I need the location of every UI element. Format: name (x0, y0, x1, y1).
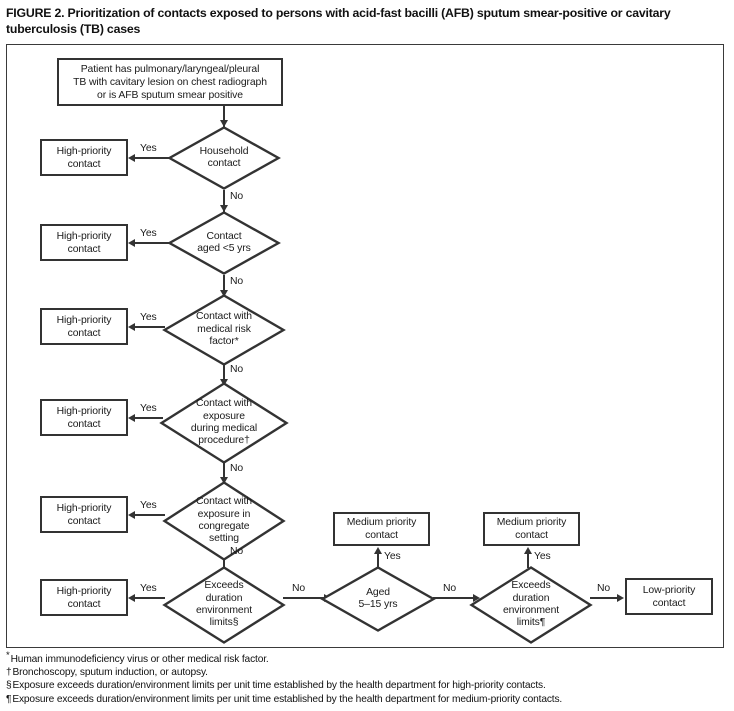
connector-start-to-household (223, 106, 225, 127)
start-box: Patient has pulmonary/laryngeal/pleural … (57, 58, 283, 106)
footnote-marker: * (6, 649, 10, 661)
connector-exceeds-medium-no (590, 597, 619, 599)
decision-aged-5-15[interactable]: Aged 5–15 yrs (320, 566, 436, 632)
arrow-exceeds-medium-yes (523, 547, 532, 554)
connector-aged-5-15-yes (377, 554, 379, 568)
connector-household-yes (135, 157, 169, 159)
edge-label-exceeds-medium-yes: Yes (534, 551, 551, 562)
connector-exceeds-high-no (283, 597, 326, 599)
arrow-aged-5-15-yes (373, 547, 382, 554)
decision-exceeds-duration-high[interactable]: Exceeds duration environment limits§ (162, 566, 286, 644)
arrow-start-to-household (219, 120, 228, 127)
footnote-item: §Exposure exceeds duration/environment l… (6, 679, 728, 692)
connector-medical-risk-yes (135, 326, 165, 328)
footnote-text: Human immunodeficiency virus or other me… (10, 654, 269, 665)
edge-label-congregate-no: No (230, 546, 244, 557)
decision-contact-exposure-congregate-setting[interactable]: Contact with exposure in congregate sett… (162, 481, 286, 561)
outcome-medium-priority-2: Medium priority contact (483, 512, 580, 546)
decision-exceeds-duration-medium[interactable]: Exceeds duration environment limits¶ (469, 566, 593, 644)
footnote-item: ¶Exposure exceeds duration/environment l… (6, 693, 728, 706)
start-box-line2: TB with cavitary lesion on chest radiogr… (73, 76, 267, 88)
edge-label-exceeds-high-no: No (292, 583, 306, 594)
connector-aged-5-15-no (433, 597, 475, 599)
edge-label-exceeds-medium-no: No (597, 583, 611, 594)
decision-contact-aged-under-5[interactable]: Contact aged <5 yrs (167, 211, 281, 275)
edge-label-congregate-yes: Yes (140, 500, 157, 511)
figure-caption: FIGURE 2. Prioritization of contacts exp… (6, 6, 671, 36)
connector-exposure-procedure-no (223, 462, 225, 484)
edge-label-aged-5-15-yes: Yes (384, 551, 401, 562)
arrow-aged-under-5-yes (128, 238, 135, 247)
footnote-marker: § (6, 680, 12, 692)
edge-label-medical-risk-yes: Yes (140, 312, 157, 323)
arrow-aged-under-5-no (219, 290, 228, 297)
arrow-household-yes (128, 153, 135, 162)
arrow-exceeds-medium-no (617, 593, 624, 602)
outcome-high-priority-3: High-priority contact (40, 308, 128, 345)
arrow-exposure-procedure-yes (128, 413, 135, 422)
edge-label-household-yes: Yes (140, 143, 157, 154)
footnote-text: Bronchoscopy, sputum induction, or autop… (12, 667, 208, 679)
edge-label-exceeds-high-yes: Yes (140, 583, 157, 594)
arrow-exceeds-high-yes (128, 593, 135, 602)
decision-household-contact[interactable]: Household contact (167, 126, 281, 190)
arrow-congregate-yes (128, 510, 135, 519)
connector-aged-under-5-yes (135, 242, 169, 244)
edge-label-exposure-procedure-no: No (230, 463, 244, 474)
footnote-item: *Human immunodeficiency virus or other m… (6, 649, 728, 666)
connector-exposure-procedure-yes (135, 417, 163, 419)
connector-aged-under-5-no (223, 275, 225, 297)
outcome-high-priority-1: High-priority contact (40, 139, 128, 176)
connector-medical-risk-no (223, 364, 225, 386)
decision-contact-exposure-medical-procedure[interactable]: Contact with exposure during medical pro… (159, 382, 289, 464)
footnote-item: †Bronchoscopy, sputum induction, or auto… (6, 666, 728, 679)
edge-label-household-no: No (230, 191, 244, 202)
connector-congregate-yes (135, 514, 165, 516)
outcome-low-priority: Low-priority contact (625, 578, 713, 615)
connector-exceeds-high-yes (135, 597, 165, 599)
footnote-text: Exposure exceeds duration/environment li… (12, 680, 546, 692)
outcome-high-priority-2: High-priority contact (40, 224, 128, 261)
footnote-marker: ¶ (6, 693, 12, 705)
outcome-high-priority-6: High-priority contact (40, 579, 128, 616)
connector-household-no (223, 190, 225, 212)
arrow-aged-5-15-no (473, 593, 480, 602)
edge-label-exposure-procedure-yes: Yes (140, 403, 157, 414)
edge-label-medical-risk-no: No (230, 364, 244, 375)
edge-label-aged-5-15-no: No (443, 583, 457, 594)
arrow-medical-risk-yes (128, 322, 135, 331)
arrow-exposure-procedure-no (219, 477, 228, 484)
arrow-household-no (219, 205, 228, 212)
outcome-high-priority-5: High-priority contact (40, 496, 128, 533)
start-box-line1: Patient has pulmonary/laryngeal/pleural (80, 63, 260, 75)
footnotes-block: *Human immunodeficiency virus or other m… (6, 649, 728, 706)
outcome-high-priority-4: High-priority contact (40, 399, 128, 436)
connector-exceeds-medium-yes (527, 554, 529, 568)
footnote-marker: † (6, 667, 12, 679)
figure-frame-border (6, 44, 724, 648)
decision-contact-medical-risk-factor[interactable]: Contact with medical risk factor* (162, 294, 286, 366)
edge-label-aged-under-5-no: No (230, 276, 244, 287)
start-box-line3: or is AFB sputum smear positive (97, 89, 243, 101)
outcome-medium-priority-1: Medium priority contact (333, 512, 430, 546)
edge-label-aged-under-5-yes: Yes (140, 228, 157, 239)
footnote-text: Exposure exceeds duration/environment li… (12, 693, 563, 705)
